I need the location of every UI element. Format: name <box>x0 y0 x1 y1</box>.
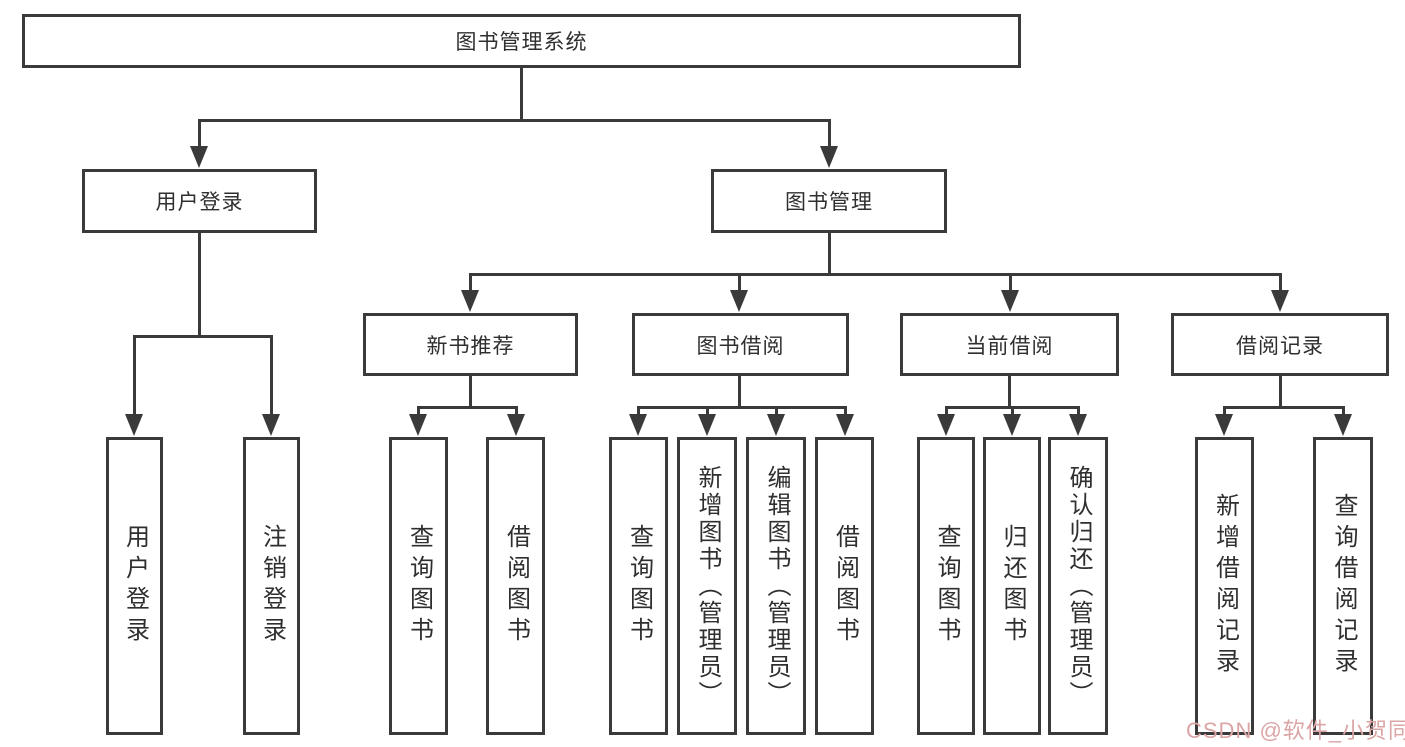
arrow-down-icon <box>1001 290 1019 312</box>
csdn-watermark: CSDN @软件_小贺同学 <box>1186 718 1405 743</box>
connector-root-stem <box>520 68 523 122</box>
connector-leaf-stem <box>945 406 948 416</box>
node-leaf-add-books-admin-label: 新增图书（管理员） <box>694 464 721 708</box>
connector-root-right-stem <box>828 119 831 147</box>
arrow-down-icon <box>461 290 479 312</box>
arrow-down-icon <box>698 414 716 436</box>
arrow-down-icon <box>629 414 647 436</box>
connector-root-left-stem <box>198 119 201 147</box>
node-leaf-query-borrow-record: 查询借阅记录 <box>1313 437 1373 735</box>
node-book-management: 图书管理 <box>711 169 947 233</box>
arrow-down-icon <box>937 414 955 436</box>
arrow-down-icon <box>836 414 854 436</box>
arrow-down-icon <box>1215 414 1233 436</box>
arrow-down-icon <box>767 414 785 436</box>
arrow-down-icon <box>507 414 525 436</box>
connector-book-management-stem <box>828 233 831 276</box>
node-leaf-add-borrow-record-label: 新增借阅记录 <box>1211 493 1239 679</box>
arrow-down-icon <box>1334 414 1352 436</box>
connector-leaf-stem <box>706 406 709 416</box>
arrow-down-icon <box>125 414 143 436</box>
node-leaf-confirm-return-admin-label: 确认归还（管理员） <box>1065 464 1092 708</box>
node-book-management-label: 图书管理 <box>785 191 873 214</box>
node-user-login-label: 用户登录 <box>155 191 244 214</box>
node-leaf-confirm-return-admin: 确认归还（管理员） <box>1048 437 1108 735</box>
connector-leaf-stem <box>515 406 518 416</box>
connector-login-stem <box>133 335 136 417</box>
node-borrow-records-label: 借阅记录 <box>1236 334 1324 358</box>
node-leaf-logout-label: 注销登录 <box>258 524 286 648</box>
node-leaf-current-query-books-label: 查询图书 <box>933 524 960 648</box>
connector-borrow-down <box>738 376 741 409</box>
connector-book-management-hline <box>469 273 1282 276</box>
node-library-management-system-label: 图书管理系统 <box>455 31 588 54</box>
connector-logout-stem <box>270 335 273 417</box>
connector-records-down <box>1279 376 1282 409</box>
node-leaf-edit-books-admin: 编辑图书（管理员） <box>746 437 806 735</box>
connector-user-login-hline <box>133 335 273 338</box>
node-user-login: 用户登录 <box>82 169 317 233</box>
node-leaf-borrow-query-books: 查询图书 <box>609 437 668 735</box>
node-leaf-edit-books-admin-label: 编辑图书（管理员） <box>763 464 790 708</box>
connector-leaf-stem <box>1223 406 1226 416</box>
connector-borrow-hline <box>637 406 847 409</box>
node-borrow-records: 借阅记录 <box>1171 313 1389 376</box>
node-leaf-user-login-label: 用户登录 <box>121 524 149 648</box>
node-leaf-query-borrow-record-label: 查询借阅记录 <box>1330 493 1357 679</box>
node-leaf-return-books: 归还图书 <box>983 437 1041 735</box>
node-book-borrow: 图书借阅 <box>632 313 849 376</box>
arrow-down-icon <box>820 146 838 168</box>
connector-leaf-stem <box>1342 406 1345 416</box>
connector-recommend-stem <box>469 273 472 293</box>
node-leaf-user-login: 用户登录 <box>106 437 163 735</box>
arrow-down-icon <box>1271 290 1289 312</box>
connector-recommend-hline <box>417 406 518 409</box>
node-leaf-recommend-query-books-label: 查询图书 <box>405 524 433 648</box>
connector-records-stem <box>1279 273 1282 293</box>
node-leaf-recommend-borrow-books: 借阅图书 <box>486 437 545 735</box>
arrow-down-icon <box>1003 414 1021 436</box>
arrow-down-icon <box>730 290 748 312</box>
connector-leaf-stem <box>637 406 640 416</box>
node-leaf-add-borrow-record: 新增借阅记录 <box>1195 437 1254 735</box>
node-leaf-logout: 注销登录 <box>243 437 300 735</box>
node-new-book-recommend-label: 新书推荐 <box>426 334 515 358</box>
connector-leaf-stem <box>775 406 778 416</box>
node-leaf-recommend-query-books: 查询图书 <box>389 437 448 735</box>
node-leaf-add-books-admin: 新增图书（管理员） <box>677 437 737 735</box>
node-leaf-borrow-borrow-books: 借阅图书 <box>815 437 874 735</box>
arrow-down-icon <box>262 414 280 436</box>
connector-leaf-stem <box>417 406 420 416</box>
connector-leaf-stem <box>1011 406 1014 416</box>
node-leaf-recommend-borrow-books-label: 借阅图书 <box>502 524 530 648</box>
connector-current-stem <box>1009 273 1012 293</box>
connector-current-down <box>1008 376 1011 409</box>
node-leaf-borrow-borrow-books-label: 借阅图书 <box>831 524 859 648</box>
connector-borrow-stem <box>738 273 741 293</box>
node-leaf-return-books-label: 归还图书 <box>999 524 1026 648</box>
node-leaf-borrow-query-books-label: 查询图书 <box>625 524 653 648</box>
node-new-book-recommend: 新书推荐 <box>363 313 578 376</box>
connector-recommend-down <box>469 376 472 409</box>
connector-records-hline <box>1223 406 1345 409</box>
connector-leaf-stem <box>844 406 847 416</box>
node-leaf-current-query-books: 查询图书 <box>917 437 975 735</box>
arrow-down-icon <box>1069 414 1087 436</box>
connector-root-hline <box>198 119 831 122</box>
connector-leaf-stem <box>1077 406 1080 416</box>
arrow-down-icon <box>409 414 427 436</box>
node-current-borrow-label: 当前借阅 <box>965 334 1054 358</box>
node-current-borrow: 当前借阅 <box>900 313 1119 376</box>
connector-user-login-stem <box>198 233 201 338</box>
arrow-down-icon <box>190 146 208 168</box>
node-book-borrow-label: 图书借阅 <box>696 334 785 358</box>
node-library-management-system: 图书管理系统 <box>22 14 1021 68</box>
